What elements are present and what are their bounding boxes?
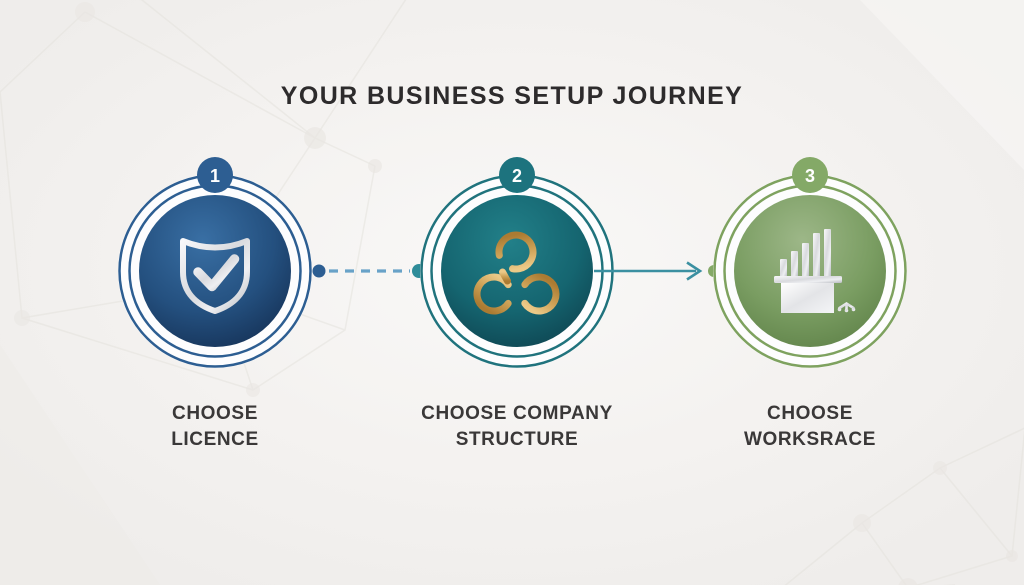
linked-rings-icon (473, 231, 560, 315)
chair-wheels (837, 307, 856, 313)
step-2-number-badge (499, 157, 535, 193)
step-3-label-line2: WORKSRACE (743, 429, 877, 450)
step-2-label-line2: STRUCTURE (455, 429, 579, 450)
desk-chart-chair-icon (774, 229, 856, 313)
step-3-label-line1: CHOOSE (767, 403, 853, 424)
network-nodes-bottom-right (853, 461, 1018, 585)
step-1-label: CHOOSE LICENCE (105, 401, 325, 453)
step-3-circle: 3 (713, 157, 907, 368)
bar-chart-bars (780, 229, 831, 277)
desk-top (774, 276, 842, 283)
step-1-label-line2: LICENCE (171, 429, 259, 450)
corner-polygon-bottom-left (0, 345, 160, 585)
step-3-number-badge (792, 157, 828, 193)
shield-check-icon (180, 238, 250, 314)
step-1-badge-number: 1 (210, 166, 220, 186)
connector-1-dashed (312, 264, 426, 278)
step-1-main-circle (139, 195, 291, 347)
office-chair (838, 277, 855, 311)
page-title: YOUR BUSINESS SETUP JOURNEY (280, 82, 744, 110)
step-3-label: CHOOSE WORKSRACE (690, 401, 930, 453)
corner-polygon-top-right (860, 0, 1024, 170)
desk-body (781, 283, 834, 313)
step-3-main-circle (734, 195, 886, 347)
step-3-badge-number: 3 (805, 166, 815, 186)
step-2-circle: 2 (420, 157, 614, 368)
step-1-circle: 1 (118, 157, 312, 368)
connector-2-arrowhead (686, 261, 703, 281)
connector-1-start-dot (312, 264, 326, 278)
step-2-label-line1: CHOOSE COMPANY (421, 403, 613, 424)
step-2-badge-number: 2 (512, 166, 522, 186)
step-1-label-line1: CHOOSE (172, 403, 258, 424)
step-2-label: CHOOSE COMPANY STRUCTURE (397, 401, 637, 453)
step-1-number-badge (197, 157, 233, 193)
